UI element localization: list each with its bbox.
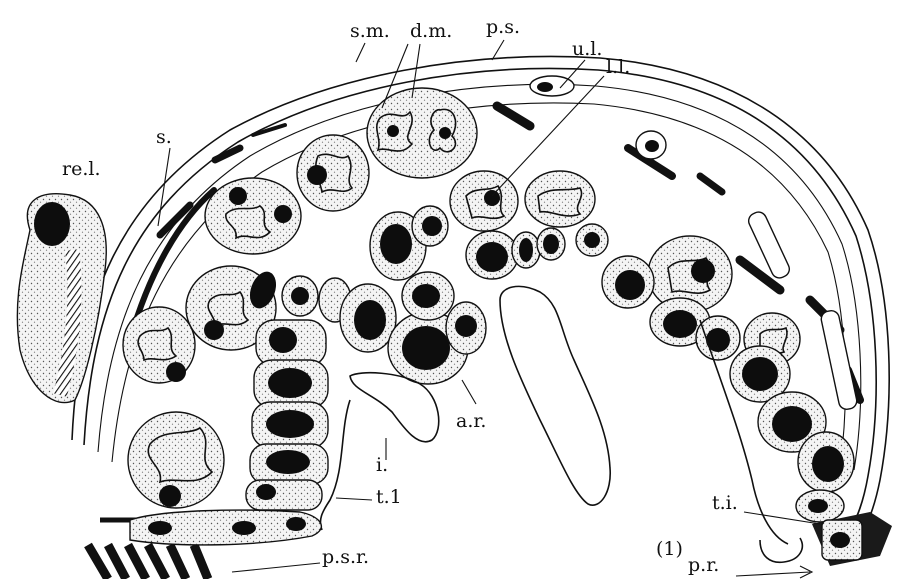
label-ar: a.r. xyxy=(456,412,486,431)
label-rel: re.l. xyxy=(62,160,100,179)
ventral-region xyxy=(88,510,892,579)
epithelial-column xyxy=(246,320,328,510)
tubule-left-mid xyxy=(205,178,301,254)
label-i: i. xyxy=(376,456,388,475)
label-sm: s.m. xyxy=(350,22,390,41)
label-one: (1) xyxy=(656,540,683,559)
label-s: s. xyxy=(156,128,172,147)
tubule-top-center xyxy=(367,88,477,178)
central-cell-row xyxy=(282,206,608,384)
label-pr: p.r. xyxy=(688,556,719,575)
label-psr: p.s.r. xyxy=(322,548,369,567)
label-t1: t.1 xyxy=(376,488,402,507)
right-cell-row xyxy=(602,256,854,522)
tubule-left-upper xyxy=(297,135,369,211)
label-dm: d.m. xyxy=(410,22,452,41)
tubule-upper-right-a xyxy=(450,171,518,231)
label-ll: l.l. xyxy=(606,58,630,77)
tubule-far-left xyxy=(123,307,195,383)
label-ti: t.i. xyxy=(712,494,738,513)
label-ul: u.l. xyxy=(572,40,602,59)
tubule-bottom-left xyxy=(128,412,224,508)
label-ps: p.s. xyxy=(486,18,520,37)
tubule-upper-right-b xyxy=(525,171,595,227)
